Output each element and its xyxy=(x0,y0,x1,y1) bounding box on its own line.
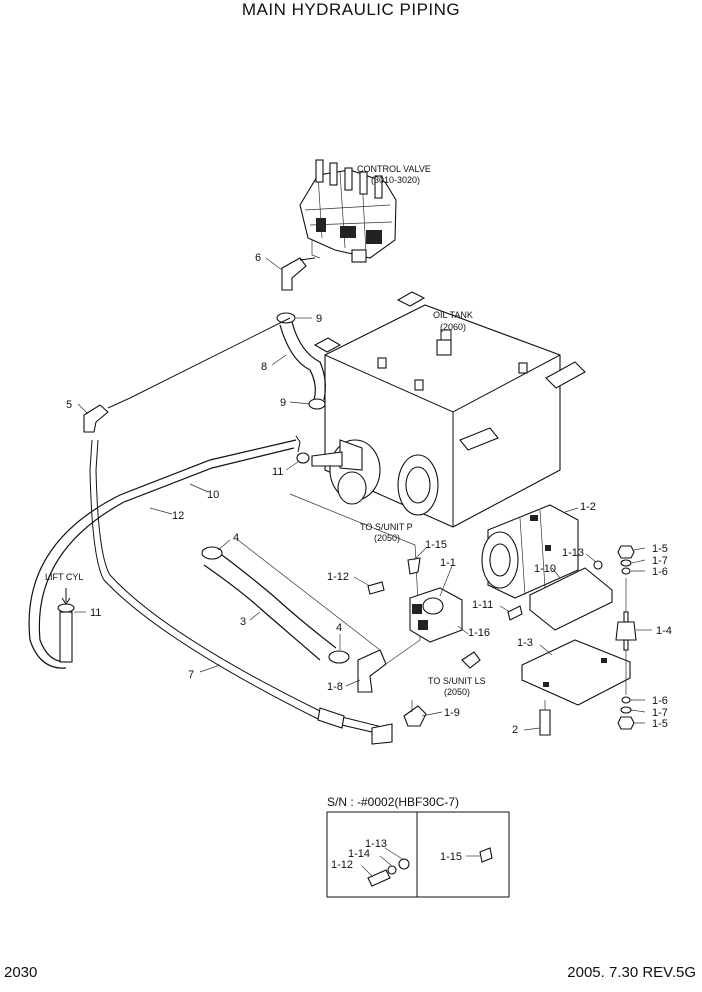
part-label-1-9: 1-9 xyxy=(444,707,460,719)
part-label-1-5-lower: 1-5 xyxy=(652,718,668,730)
part-label-11-lower: 11 xyxy=(90,607,101,619)
part-label-1-13: 1-13 xyxy=(562,547,584,559)
serial-note-label-1-15: 1-15 xyxy=(440,851,462,863)
part-label-10: 10 xyxy=(207,489,219,501)
part-label-2: 2 xyxy=(512,724,518,736)
to-sunit-ls-label: TO S/UNIT LS xyxy=(428,676,486,686)
leader-lines xyxy=(74,257,652,731)
bracket-assembly xyxy=(507,545,637,736)
lift-cyl-label: LIFT CYL xyxy=(45,572,83,582)
revision-date: 2005. 7.30 REV.5G xyxy=(567,964,696,981)
control-valve-ref: (3010-3020) xyxy=(371,175,420,185)
part-label-1-16: 1-16 xyxy=(468,627,490,639)
part-label-7: 7 xyxy=(188,669,194,681)
part-label-1-3: 1-3 xyxy=(517,637,533,649)
part-label-11-upper: 11 xyxy=(272,466,283,478)
part-label-4-lower: 4 xyxy=(336,622,342,634)
part-label-3: 3 xyxy=(240,616,246,628)
serial-note-label-1-13: 1-13 xyxy=(365,838,387,850)
to-sunit-p-label: TO S/UNIT P xyxy=(360,522,413,532)
part-number-labels: 6 9 8 9 5 11 10 12 11 4 3 4 7 1-8 1-9 1-… xyxy=(66,252,672,736)
page-title: MAIN HYDRAULIC PIPING xyxy=(241,0,461,19)
serial-note-label-1-12: 1-12 xyxy=(331,859,353,871)
part-label-1-11: 1-11 xyxy=(472,599,493,611)
part-label-12: 12 xyxy=(172,510,184,522)
serial-number-note: S/N : -#0002(HBF30C-7) 1-13 1-14 1-12 1-… xyxy=(326,795,510,898)
part-label-4-upper: 4 xyxy=(233,532,239,544)
lift-hose-assembly xyxy=(28,435,393,745)
part-label-1-12: 1-12 xyxy=(327,571,349,583)
part-label-1-2: 1-2 xyxy=(580,501,596,513)
oil-tank-ref: (2060) xyxy=(440,322,466,332)
oil-tank-drawing xyxy=(313,291,586,528)
part-label-1-6-upper: 1-6 xyxy=(652,566,668,578)
part-label-1-7-lower: 1-7 xyxy=(652,707,668,719)
page-number: 2030 xyxy=(4,964,38,981)
part-label-1-5-upper: 1-5 xyxy=(652,543,668,555)
part-label-1-10: 1-10 xyxy=(534,563,556,575)
part-label-1-6-lower: 1-6 xyxy=(652,695,668,707)
to-sunit-p-ref: (2050) xyxy=(374,533,400,543)
part-label-1-15: 1-15 xyxy=(425,539,447,551)
part-label-1-4: 1-4 xyxy=(656,625,672,637)
serial-note-heading: S/N : -#0002(HBF30C-7) xyxy=(327,795,459,809)
control-valve-label: CONTROL VALVE xyxy=(357,164,431,174)
control-valve-drawing xyxy=(299,159,397,263)
to-sunit-ls-ref: (2050) xyxy=(444,687,470,697)
part-label-5: 5 xyxy=(66,399,72,411)
pump-motor-assembly xyxy=(367,504,579,727)
serial-note-label-1-14: 1-14 xyxy=(348,848,370,860)
part-label-1-7-upper: 1-7 xyxy=(652,555,668,567)
part-label-8: 8 xyxy=(261,361,267,373)
part-label-1-8: 1-8 xyxy=(327,681,343,693)
part-label-9-upper: 9 xyxy=(316,313,322,325)
part-label-6: 6 xyxy=(255,252,261,264)
oil-tank-label: OIL TANK xyxy=(433,310,473,320)
upper-hose-assembly xyxy=(83,257,343,467)
part-label-1-1: 1-1 xyxy=(440,557,456,569)
suction-hose-assembly xyxy=(201,493,421,693)
part-label-9-lower: 9 xyxy=(280,397,286,409)
